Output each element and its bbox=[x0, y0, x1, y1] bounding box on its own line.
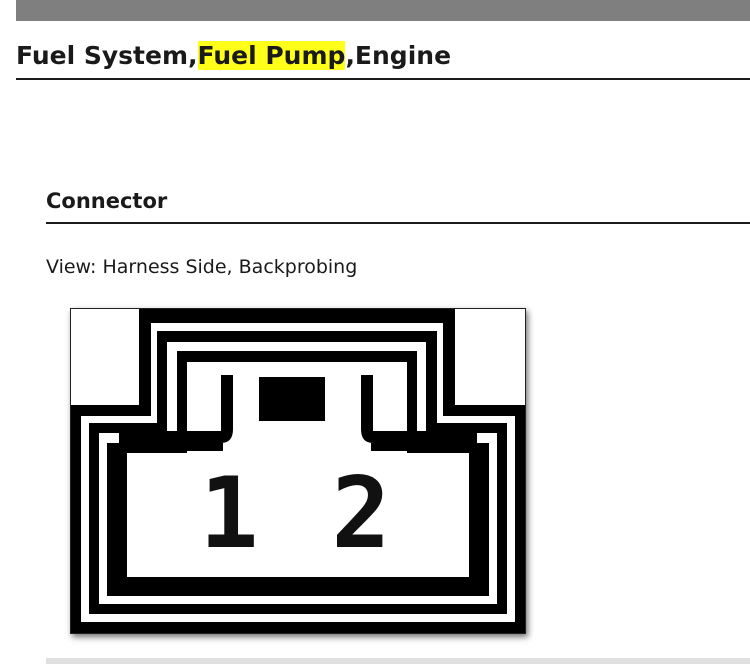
cavity-face bbox=[127, 455, 469, 575]
bottom-section-bar bbox=[46, 658, 750, 664]
pin-label-2: 2 bbox=[331, 457, 390, 571]
pin-label-1: 1 bbox=[199, 457, 258, 571]
connector-diagram: 1 2 bbox=[70, 308, 526, 634]
section-title: Connector bbox=[46, 186, 750, 224]
title-highlight: Fuel Pump bbox=[197, 41, 346, 70]
terminal-cavity-frame bbox=[119, 375, 233, 443]
connector-drawing: 1 2 bbox=[71, 309, 525, 633]
terminal-cavity-frame-right bbox=[361, 375, 477, 443]
title-suffix: ,Engine bbox=[345, 41, 452, 70]
locking-tab bbox=[259, 377, 325, 421]
top-header-bar bbox=[16, 0, 750, 21]
page-title: Fuel System,Fuel Pump,Engine bbox=[16, 38, 750, 80]
view-description: View: Harness Side, Backprobing bbox=[46, 256, 358, 278]
title-prefix: Fuel System, bbox=[16, 41, 198, 70]
